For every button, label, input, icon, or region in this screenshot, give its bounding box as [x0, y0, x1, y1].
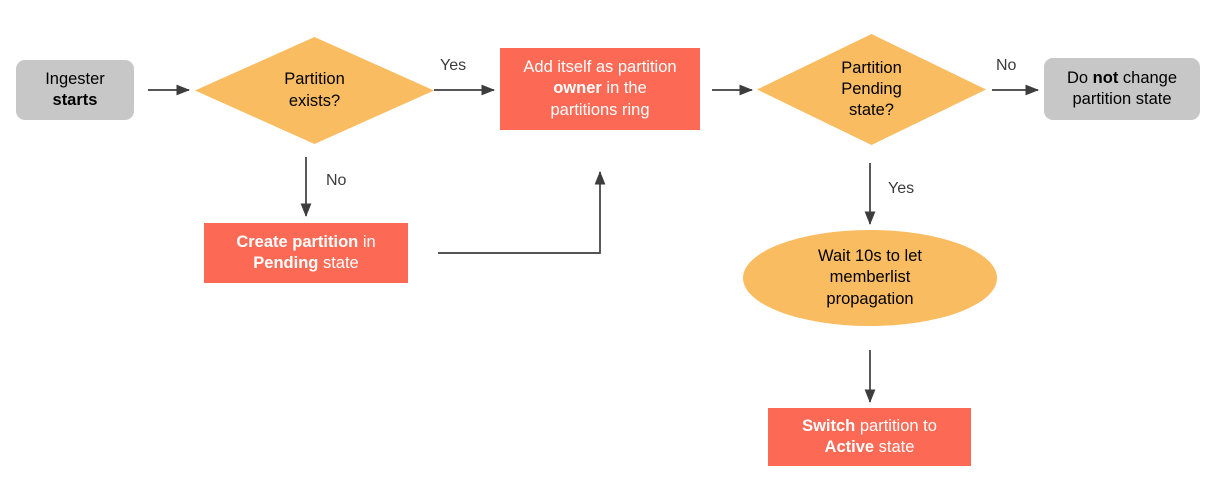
add-owner-line2-bold: owner — [553, 79, 602, 98]
switch-line1-bold: Switch — [802, 416, 856, 435]
no-change-line1-post: change — [1118, 68, 1178, 87]
edge-label-exists-yes: Yes — [440, 57, 467, 74]
node-ingester-starts-label: Ingester starts — [16, 69, 134, 111]
ingester-line1: Ingester — [45, 69, 105, 88]
pending-line2: Pending — [841, 79, 902, 98]
node-ingester-starts[interactable]: Ingester starts — [16, 60, 134, 120]
create-line1-bold: Create partition — [236, 232, 359, 251]
add-owner-line2-plain: in the — [601, 79, 647, 98]
create-line1-plain: in — [358, 232, 376, 251]
node-do-not-change-label: Do not change partition state — [1044, 68, 1200, 110]
no-change-line1-bold: not — [1092, 68, 1119, 87]
wait-line3: propagation — [826, 289, 914, 308]
node-wait-memberlist[interactable]: Wait 10s to let memberlist propagation — [743, 230, 997, 326]
switch-line2-bold: Active — [824, 438, 875, 456]
ingester-line2: starts — [52, 91, 98, 109]
add-owner-line3: partitions ring — [550, 100, 650, 119]
edge-label-pending-yes: Yes — [888, 180, 915, 197]
edge-create-to-add-owner — [438, 170, 606, 254]
switch-line1-plain: partition to — [855, 416, 937, 435]
no-change-line2: partition state — [1072, 90, 1172, 108]
node-add-owner-label: Add itself as partition owner in the par… — [500, 57, 700, 120]
no-change-line1-pre: Do — [1066, 68, 1093, 87]
node-wait-memberlist-label: Wait 10s to let memberlist propagation — [743, 246, 997, 309]
node-do-not-change[interactable]: Do not change partition state — [1044, 58, 1200, 120]
node-switch-active[interactable]: Switch partition to Active state — [768, 408, 971, 466]
node-create-partition-label: Create partition in Pending state — [204, 232, 408, 274]
edge-label-exists-no: No — [326, 172, 347, 189]
pending-line1: Partition — [841, 58, 902, 77]
wait-line2: memberlist — [829, 268, 911, 287]
node-partition-exists-label: Partition exists? — [195, 69, 434, 111]
exists-line2: exists? — [288, 91, 341, 110]
wait-line1: Wait 10s to let — [818, 247, 922, 266]
node-create-partition[interactable]: Create partition in Pending state — [204, 223, 408, 283]
switch-line2-plain: state — [874, 438, 915, 456]
node-partition-pending-label: Partition Pending state? — [757, 58, 986, 121]
node-add-owner[interactable]: Add itself as partition owner in the par… — [500, 48, 700, 130]
create-line2-bold: Pending — [253, 254, 319, 272]
pending-line3: state? — [849, 101, 894, 120]
node-partition-pending[interactable]: Partition Pending state? — [757, 34, 986, 145]
edge-label-pending-no: No — [996, 57, 1017, 74]
node-partition-exists[interactable]: Partition exists? — [195, 37, 434, 144]
node-switch-active-label: Switch partition to Active state — [768, 416, 971, 458]
add-owner-line1: Add itself as partition — [523, 58, 677, 77]
exists-line1: Partition — [284, 70, 345, 89]
create-line2-plain: state — [318, 254, 359, 272]
